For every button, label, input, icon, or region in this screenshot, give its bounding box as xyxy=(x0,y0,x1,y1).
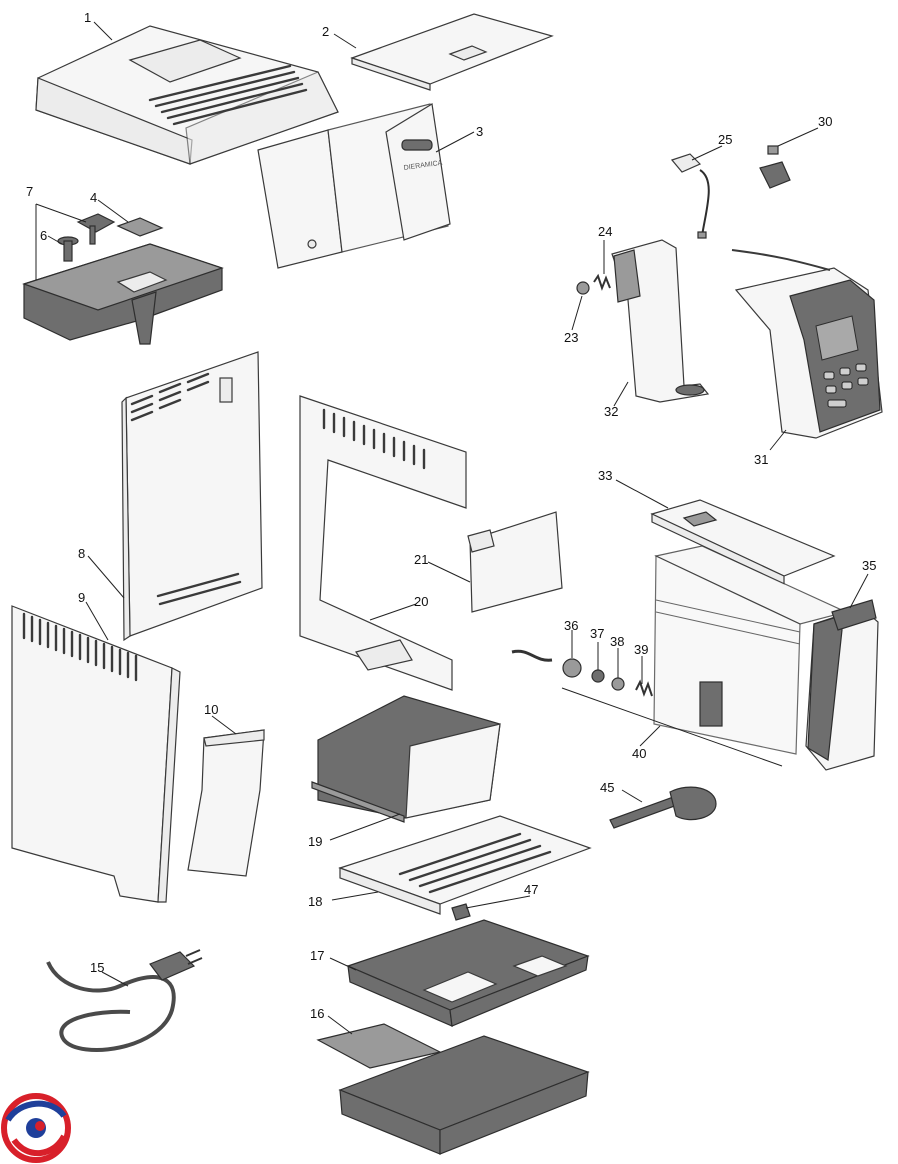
callout-37: 37 xyxy=(590,626,604,641)
callout-24: 24 xyxy=(598,224,612,239)
part-4-valve-cover xyxy=(116,217,164,237)
callout-9: 9 xyxy=(78,590,85,605)
callout-23: 23 xyxy=(564,330,578,345)
part-38-washer xyxy=(611,677,625,691)
part-25-sensor xyxy=(670,153,710,239)
callout-25: 25 xyxy=(718,132,732,147)
part-18-drip-grid xyxy=(338,815,592,915)
part-16-drip-tray xyxy=(316,1023,590,1155)
callout-10: 10 xyxy=(204,702,218,717)
part-17-tray-frame xyxy=(346,919,590,1027)
part-36-valve-nut xyxy=(511,649,582,678)
part-9-side-panel-left xyxy=(11,605,181,903)
callout-31: 31 xyxy=(754,452,768,467)
part-7-tank-tray xyxy=(22,243,224,345)
part-33-tank-lid xyxy=(650,499,836,585)
callout-15: 15 xyxy=(90,960,104,975)
part-40-water-tank xyxy=(653,545,848,755)
part-10-side-trim xyxy=(187,729,265,877)
part-19-grounds-container xyxy=(311,695,501,823)
part-8-rear-panel xyxy=(121,351,263,642)
callout-8: 8 xyxy=(78,546,85,561)
brand-logo xyxy=(1,1093,71,1163)
callout-2: 2 xyxy=(322,24,329,39)
part-31-control-panel xyxy=(731,249,883,439)
part-6-knob xyxy=(57,236,79,262)
callout-19: 19 xyxy=(308,834,322,849)
callout-17: 17 xyxy=(310,948,324,963)
part-7-valve-bracket xyxy=(76,213,116,245)
part-24-spring xyxy=(593,273,611,291)
callout-20: 20 xyxy=(414,594,428,609)
callout-38: 38 xyxy=(610,634,624,649)
part-45-scoop xyxy=(609,786,717,829)
callout-35: 35 xyxy=(862,558,876,573)
callout-45: 45 xyxy=(600,780,614,795)
callout-6: 6 xyxy=(40,228,47,243)
part-15-power-cord xyxy=(46,949,203,1052)
callout-40: 40 xyxy=(632,746,646,761)
callout-16: 16 xyxy=(310,1006,324,1021)
callout-33: 33 xyxy=(598,468,612,483)
part-47-clip xyxy=(451,903,471,921)
callout-7: 7 xyxy=(26,184,33,199)
part-20-frame-panel xyxy=(299,395,467,691)
part-32-dispenser-column xyxy=(611,239,710,403)
leader-lines xyxy=(35,21,869,1035)
callout-1: 1 xyxy=(84,10,91,25)
callout-47: 47 xyxy=(524,882,538,897)
part-39-spring xyxy=(635,679,653,697)
part-35-tank-side xyxy=(805,599,879,771)
callout-30: 30 xyxy=(818,114,832,129)
part-3-front-panel: DIERAMICA xyxy=(257,103,451,269)
callout-4: 4 xyxy=(90,190,97,205)
callout-3: 3 xyxy=(476,124,483,139)
part-30-switch xyxy=(759,145,791,189)
part-37-seal xyxy=(591,669,605,683)
callout-32: 32 xyxy=(604,404,618,419)
callout-labels: 1 2 3 4 6 7 8 9 10 15 16 17 18 19 20 21 … xyxy=(26,10,876,1021)
part-2-lid xyxy=(350,13,554,91)
part-21-bracket xyxy=(467,511,563,613)
callout-39: 39 xyxy=(634,642,648,657)
callout-18: 18 xyxy=(308,894,322,909)
part-23-knob xyxy=(576,281,590,295)
callout-36: 36 xyxy=(564,618,578,633)
part-1-top-cover xyxy=(35,25,339,165)
callout-21: 21 xyxy=(414,552,428,567)
